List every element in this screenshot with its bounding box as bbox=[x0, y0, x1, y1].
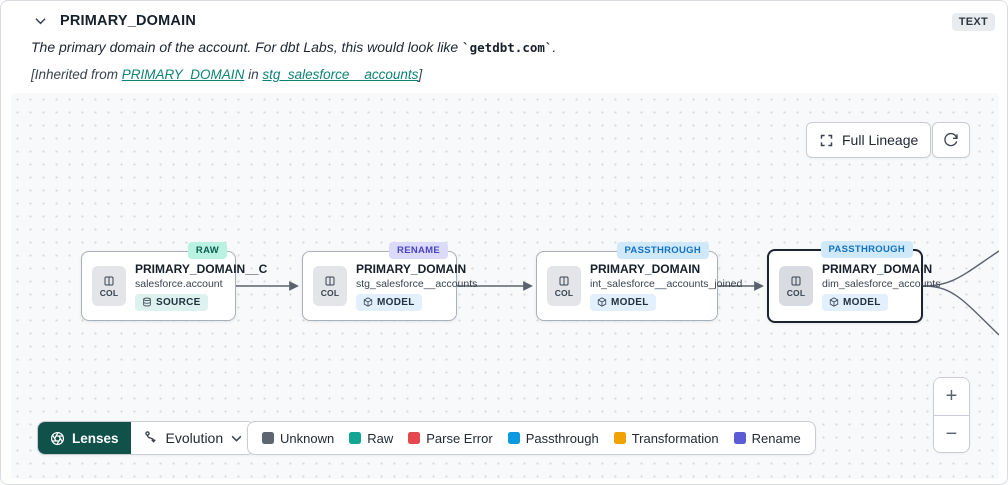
node-model-name: int_salesforce__accounts_joined bbox=[590, 277, 743, 290]
full-lineage-button[interactable]: Full Lineage bbox=[806, 122, 932, 158]
lenses-label: Lenses bbox=[72, 430, 119, 446]
legend-swatch bbox=[349, 432, 362, 444]
inherited-suffix: ] bbox=[418, 67, 423, 82]
header: PRIMARY_DOMAIN bbox=[35, 13, 196, 29]
database-icon bbox=[142, 297, 152, 307]
resource-type-badge: MODEL bbox=[356, 293, 422, 311]
lens-tag: RENAME bbox=[389, 242, 448, 259]
resource-type-label: MODEL bbox=[377, 296, 415, 308]
legend-label: Parse Error bbox=[426, 430, 493, 446]
legend-label: Raw bbox=[367, 430, 394, 446]
columns-icon bbox=[558, 275, 570, 287]
cube-icon bbox=[363, 297, 373, 307]
legend-item-rename: Rename bbox=[733, 430, 801, 446]
node-column-name: PRIMARY_DOMAIN bbox=[356, 261, 467, 276]
inherited-model-link[interactable]: stg_salesforce__accounts bbox=[262, 67, 419, 82]
expand-corners-icon bbox=[819, 133, 834, 148]
lineage-node-dim-salesforce-accounts[interactable]: PASSTHROUGH COL PRIMARY_DOMAIN dim_sales… bbox=[767, 241, 940, 323]
node-body: PRIMARY_DOMAIN stg_salesforce__accounts … bbox=[356, 262, 477, 311]
column-description: The primary domain of the account. For d… bbox=[31, 39, 556, 55]
resource-type-label: MODEL bbox=[843, 296, 881, 308]
legend-label: Passthrough bbox=[525, 430, 599, 446]
resource-type-label: SOURCE bbox=[156, 296, 201, 308]
node-column-name: PRIMARY_DOMAIN bbox=[822, 261, 933, 276]
aperture-icon bbox=[50, 431, 65, 446]
column-type-badge: TEXT bbox=[951, 13, 995, 31]
legend-label: Transformation bbox=[631, 430, 719, 446]
lens-tag: PASSTHROUGH bbox=[616, 242, 709, 259]
zoom-controls: + − bbox=[933, 377, 970, 453]
legend-swatch bbox=[733, 432, 746, 444]
columns-icon bbox=[324, 275, 336, 287]
selected-lens-label: Evolution bbox=[165, 430, 224, 446]
column-chip: COL bbox=[92, 266, 126, 306]
cube-icon bbox=[597, 297, 607, 307]
lens-legend: Unknown Raw Parse Error Passthrough Tran… bbox=[247, 421, 816, 455]
collapse-toggle[interactable] bbox=[35, 17, 46, 25]
lineage-node-salesforce-account[interactable]: RAW COL PRIMARY_DOMAIN__C salesforce.acc… bbox=[81, 242, 267, 321]
legend-swatch bbox=[262, 432, 274, 444]
refresh-icon bbox=[943, 132, 959, 148]
lens-dropdown[interactable]: Evolution bbox=[130, 422, 255, 454]
col-label: COL bbox=[320, 287, 340, 298]
node-column-name: PRIMARY_DOMAIN bbox=[590, 261, 701, 276]
lens-tag: PASSTHROUGH bbox=[820, 241, 913, 258]
node-model-name: dim_salesforce_accounts bbox=[822, 277, 941, 290]
legend-swatch bbox=[613, 432, 626, 444]
lenses-selector: Lenses Evolution bbox=[37, 421, 256, 455]
columns-icon bbox=[103, 275, 115, 287]
resource-type-badge: MODEL bbox=[822, 293, 888, 311]
legend-swatch bbox=[507, 432, 520, 444]
resource-type-badge: MODEL bbox=[590, 293, 656, 311]
column-chip: COL bbox=[313, 266, 347, 306]
resource-type-label: MODEL bbox=[611, 296, 649, 308]
legend-item-passthrough: Passthrough bbox=[507, 430, 599, 446]
inherited-column-link[interactable]: PRIMARY_DOMAIN bbox=[121, 67, 245, 82]
inherited-prefix: [Inherited from bbox=[31, 67, 122, 82]
node-body: PRIMARY_DOMAIN__C salesforce.account SOU… bbox=[135, 262, 267, 311]
node-body: PRIMARY_DOMAIN int_salesforce__accounts_… bbox=[590, 261, 742, 311]
inherited-middle: in bbox=[244, 67, 263, 82]
columns-icon bbox=[790, 275, 802, 287]
column-chip: COL bbox=[547, 266, 581, 306]
refresh-button[interactable] bbox=[932, 122, 970, 158]
resource-type-badge: SOURCE bbox=[135, 293, 208, 311]
zoom-in-button[interactable]: + bbox=[934, 378, 969, 415]
col-label: COL bbox=[786, 287, 806, 298]
legend-item-transformation: Transformation bbox=[613, 430, 719, 446]
node-model-name: stg_salesforce__accounts bbox=[356, 277, 478, 290]
inherited-from-line: [Inherited from PRIMARY_DOMAIN in stg_sa… bbox=[31, 67, 422, 82]
legend-label: Unknown bbox=[280, 430, 335, 446]
chevron-down-icon bbox=[35, 17, 46, 25]
legend-item-raw: Raw bbox=[349, 431, 393, 446]
description-suffix: . bbox=[552, 39, 557, 55]
lineage-node-int-salesforce-accounts-joined[interactable]: PASSTHROUGH COL PRIMARY_DOMAIN int_sales… bbox=[536, 242, 742, 321]
lens-tag: RAW bbox=[187, 242, 227, 259]
node-body: PRIMARY_DOMAIN dim_salesforce_accounts M… bbox=[822, 262, 940, 311]
lenses-button[interactable]: Lenses bbox=[38, 422, 131, 454]
route-icon bbox=[143, 430, 158, 446]
legend-item-unknown: Unknown bbox=[262, 431, 334, 446]
legend-swatch bbox=[408, 432, 421, 444]
cube-icon bbox=[829, 297, 839, 307]
column-title: PRIMARY_DOMAIN bbox=[60, 13, 196, 29]
zoom-out-button[interactable]: − bbox=[934, 415, 969, 452]
node-model-name: salesforce.account bbox=[135, 277, 223, 290]
column-chip: COL bbox=[779, 266, 813, 306]
node-column-name: PRIMARY_DOMAIN__C bbox=[135, 261, 268, 276]
full-lineage-label: Full Lineage bbox=[842, 132, 919, 148]
legend-item-parse-error: Parse Error bbox=[408, 430, 493, 446]
col-label: COL bbox=[554, 287, 574, 298]
col-label: COL bbox=[99, 287, 119, 298]
description-text: The primary domain of the account. For d… bbox=[31, 39, 463, 55]
lineage-node-stg-salesforce-accounts[interactable]: RENAME COL PRIMARY_DOMAIN stg_salesforce… bbox=[302, 242, 477, 321]
legend-label: Rename bbox=[751, 430, 801, 446]
chevron-down-icon bbox=[231, 435, 242, 442]
description-code: `getdbt.com` bbox=[462, 40, 553, 55]
